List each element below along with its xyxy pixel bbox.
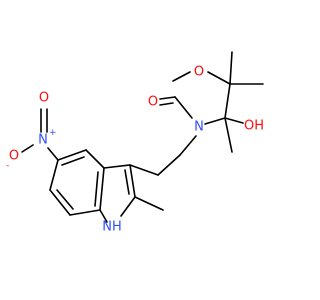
atom-o-carbonyl: O [148, 95, 158, 110]
bond-c5-nitro-n [47, 147, 59, 161]
atom-oh: OH [244, 119, 264, 134]
bond-c7-c7a [69, 209, 101, 216]
bond-nitro-n-o-minus [21, 144, 34, 153]
atom-nitro-o-top: O [39, 91, 49, 106]
bond-ch2-c3 [129, 164, 159, 176]
bond-c5-c6 [49, 159, 59, 191]
bond-o-c2 [172, 71, 191, 82]
atom-nh: NH [102, 220, 122, 235]
bond-ch2-ch2 [157, 154, 181, 176]
atom-nitro-n: N [38, 133, 48, 148]
bond-c5-methyl-a [229, 51, 233, 85]
atom-o-ring: O [194, 65, 204, 80]
atom-n-ring: N [194, 120, 204, 135]
bond-c3-c3a [103, 164, 131, 169]
nitro-o-minus-charge: - [6, 161, 9, 171]
bond-c5-c4 [224, 83, 231, 119]
bond-c4-c5 [57, 149, 87, 161]
bond-n-ch2 [179, 135, 197, 156]
bond-c3-c2-double [124, 169, 130, 195]
nitro-n-charge: + [49, 128, 57, 138]
bond-c2-o-carbonyl-a [159, 96, 176, 100]
bond-c4-oh [224, 117, 244, 124]
bond-c4-n [204, 117, 226, 125]
bond-o-c5 [207, 71, 231, 85]
bond-n-c2 [174, 96, 193, 119]
atom-nitro-o-minus: O [9, 149, 19, 164]
bond-c2-methyl [134, 196, 164, 211]
bond-c4-c5-double [61, 156, 85, 166]
bond-c6-c7-double [56, 189, 74, 210]
bond-c6-c7 [49, 189, 71, 216]
bond-c3a-c7a-inner [94, 171, 99, 207]
bond-c3a-c7a [99, 167, 105, 211]
bond-c3a-c4 [85, 149, 105, 169]
bond-c3-c2 [129, 164, 136, 198]
bond-c2-o-carbonyl-b [159, 102, 174, 106]
bond-c4-methyl [224, 117, 233, 153]
bond-n1-c7a [99, 209, 108, 223]
bond-c2-n1 [120, 196, 136, 217]
molecule-diagram: O O N OH N + O O - NH [6, 51, 264, 235]
